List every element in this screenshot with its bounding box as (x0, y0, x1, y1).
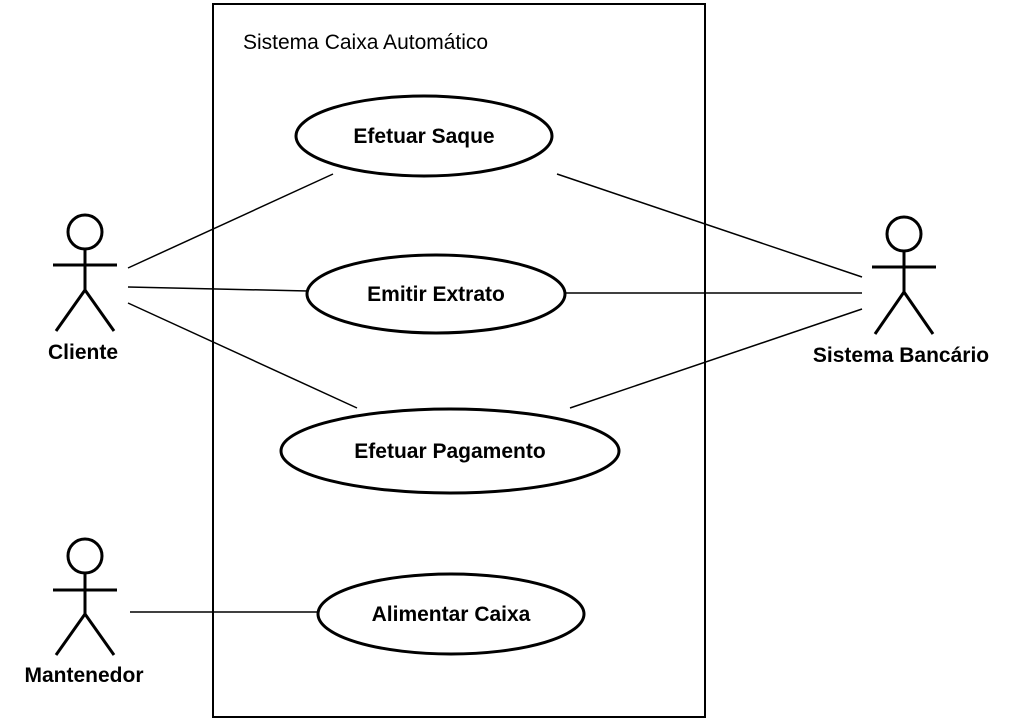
stick-figure-icon (872, 215, 936, 335)
actor-label: Mantenedor (24, 664, 143, 687)
system-title: Sistema Caixa Automático (243, 31, 488, 54)
association-cliente-emitir-extrato (127, 286, 309, 292)
use-case-label: Alimentar Caixa (372, 603, 531, 626)
use-case-emitir-extrato: Emitir Extrato (305, 253, 567, 335)
use-case-label: Efetuar Saque (353, 125, 494, 148)
use-case-label: Efetuar Pagamento (354, 440, 545, 463)
actor-label: Cliente (48, 341, 118, 364)
use-case-label: Emitir Extrato (367, 283, 505, 306)
use-case-efetuar-pagamento: Efetuar Pagamento (279, 407, 621, 495)
association-cliente-efetuar-pagamento (127, 302, 358, 409)
use-case-efetuar-saque: Efetuar Saque (294, 94, 554, 178)
stick-figure-icon (53, 537, 117, 656)
stick-figure-icon (53, 213, 117, 332)
actor-cliente: Cliente (48, 213, 118, 364)
actor-label: Sistema Bancário (813, 344, 989, 367)
association-pagamento-sistema-bancario (569, 308, 863, 409)
system-boundary (212, 3, 706, 718)
actor-sistema-bancario: Sistema Bancário (813, 215, 989, 367)
association-saque-sistema-bancario (556, 173, 863, 278)
use-case-alimentar-caixa: Alimentar Caixa (316, 572, 586, 656)
association-cliente-efetuar-saque (127, 173, 334, 269)
actor-mantenedor: Mantenedor (24, 537, 144, 687)
